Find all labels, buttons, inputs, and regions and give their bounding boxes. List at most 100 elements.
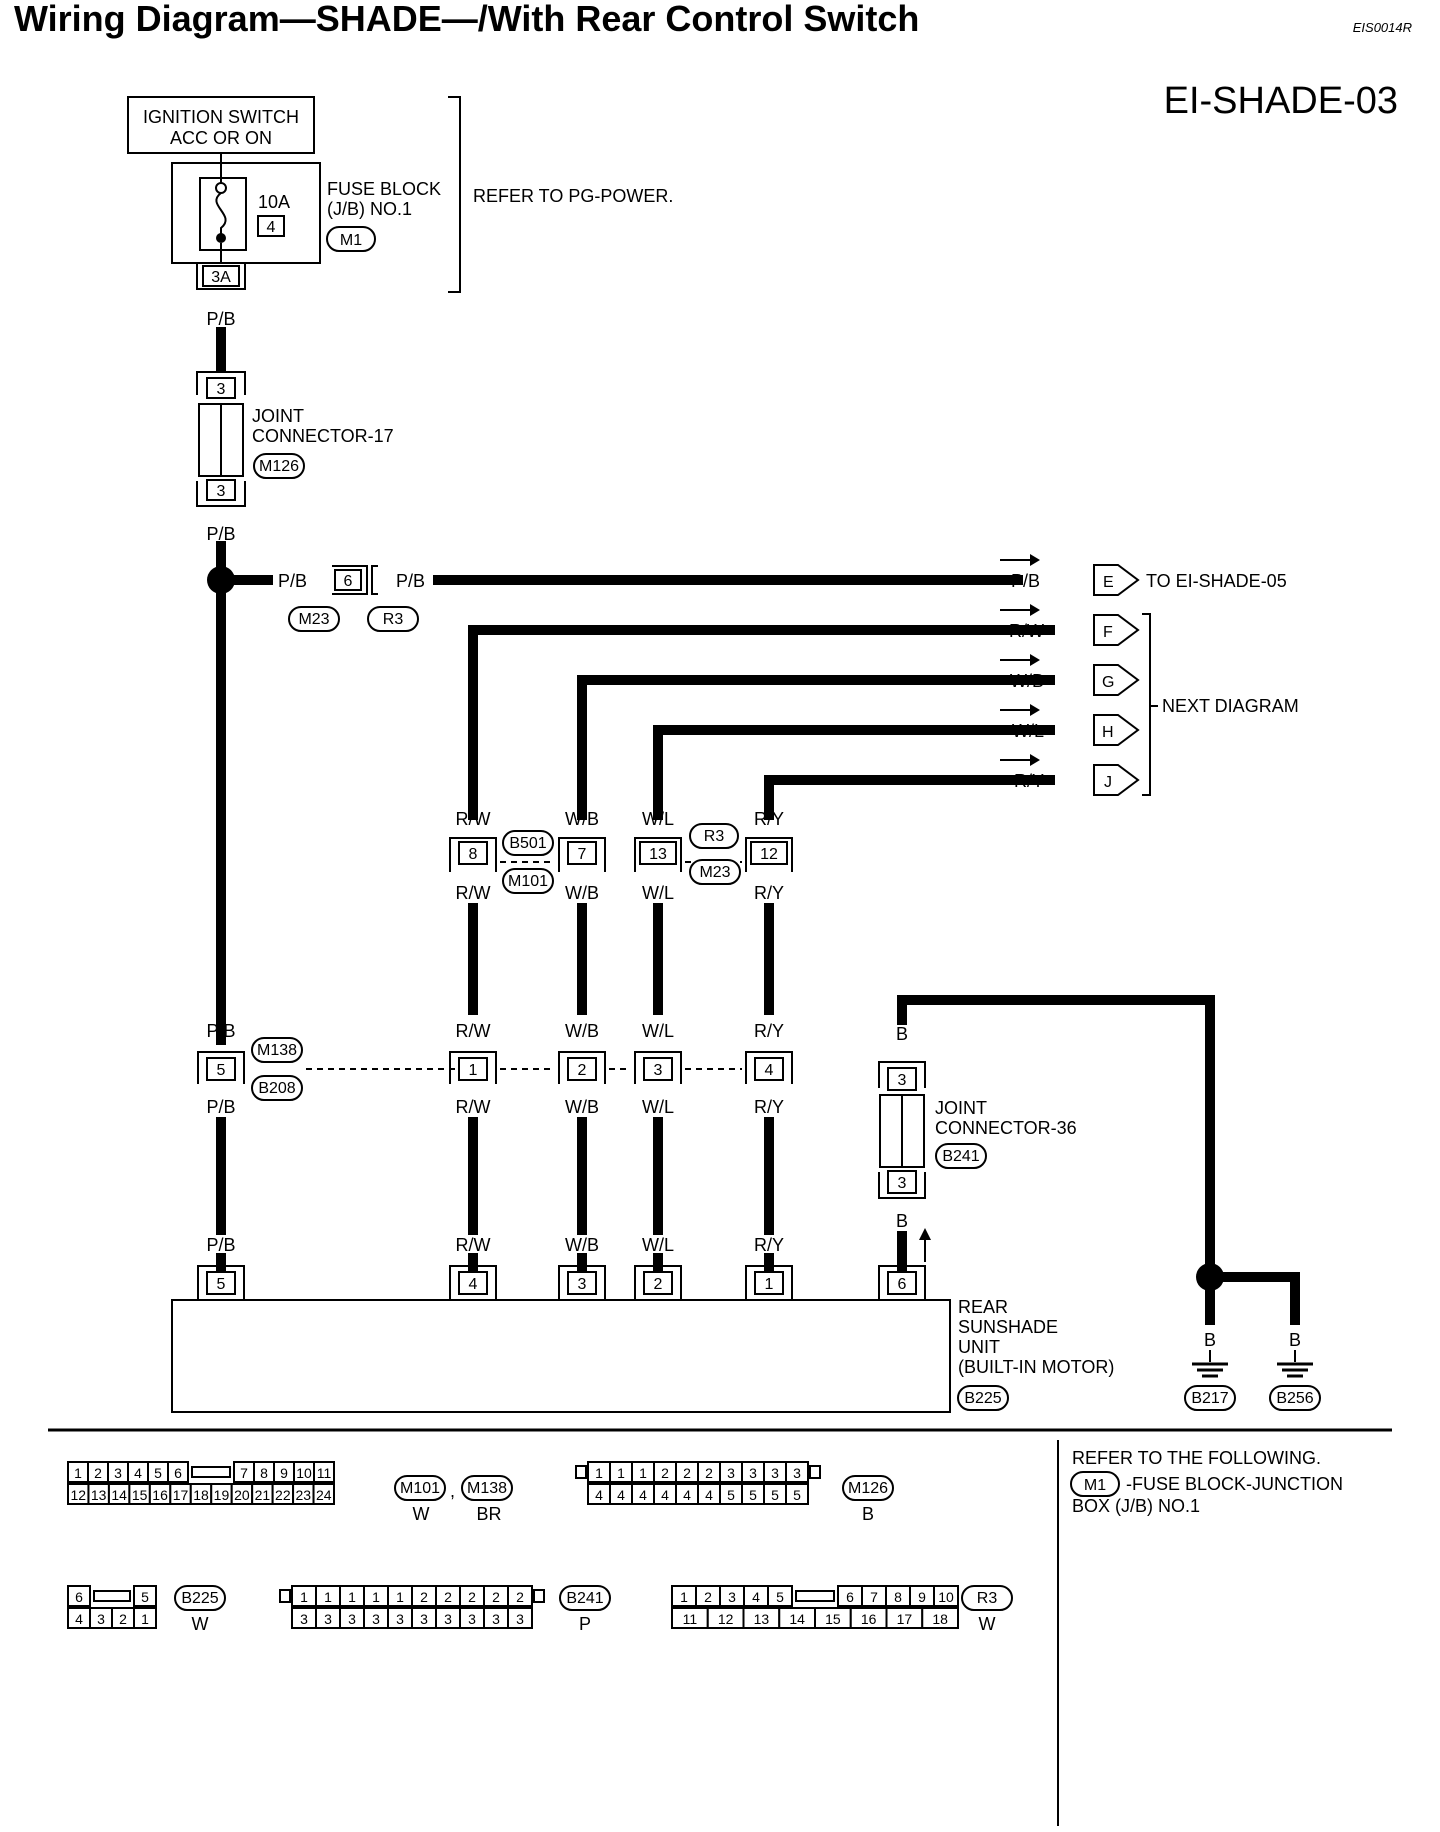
row-pin-2: 2 <box>578 1062 587 1079</box>
diagram-id: EI-SHADE-03 <box>1163 80 1398 122</box>
legend-pin: 1 <box>74 1465 82 1481</box>
joint17-label-2: CONNECTOR-17 <box>252 426 394 446</box>
legend-pin: 14 <box>789 1611 805 1627</box>
wire-label-wb-5: W/B <box>565 1235 599 1255</box>
unit-pin-1: 1 <box>765 1276 774 1293</box>
wire-label-ry-5: R/Y <box>754 1235 784 1255</box>
joint17-connector: M126 <box>259 458 299 475</box>
legend-m101-color: W <box>413 1504 430 1524</box>
joint17-pin-top: 3 <box>217 381 226 398</box>
legend-m126: M126 <box>848 1480 888 1497</box>
fuse-connector-m1: M1 <box>340 232 362 249</box>
output-f-letter: F <box>1103 624 1113 641</box>
legend-pin: 19 <box>214 1487 230 1503</box>
legend-pin: 5 <box>771 1487 779 1503</box>
mid-pin-12: 12 <box>760 846 778 863</box>
ignition-label-1: IGNITION SWITCH <box>143 107 299 127</box>
ground-icon <box>1277 1362 1313 1378</box>
legend-pin: 17 <box>173 1487 189 1503</box>
wire-label-wl-1: W/L <box>642 809 674 829</box>
legend-pin: 21 <box>255 1487 271 1503</box>
wire-label-wl-3: W/L <box>642 1021 674 1041</box>
joint36-label-1: JOINT <box>935 1098 987 1118</box>
legend-pin: 11 <box>317 1465 332 1481</box>
legend-pin: 9 <box>280 1465 288 1481</box>
legend-m101: M101 <box>400 1480 440 1497</box>
legend-r3-color: W <box>979 1614 996 1634</box>
legend-pin: 2 <box>704 1589 712 1605</box>
joint17-label-1: JOINT <box>252 406 304 426</box>
mid-pin-8: 8 <box>469 846 478 863</box>
ground-icon <box>1192 1362 1228 1378</box>
ground-b256: B256 <box>1276 1390 1313 1407</box>
fuse-block-label-2: (J/B) NO.1 <box>327 199 412 219</box>
ignition-switch: IGNITION SWITCH ACC OR ON <box>127 96 315 154</box>
connector-latch <box>533 1589 545 1603</box>
legend-pin: 18 <box>193 1487 209 1503</box>
legend-pin: 6 <box>846 1589 854 1605</box>
row-connector-m138: M138 <box>257 1042 297 1059</box>
legend-pin: 3 <box>97 1611 105 1627</box>
legend-pin: 10 <box>296 1465 312 1481</box>
legend-pin: 13 <box>754 1611 770 1627</box>
legend-pin: 4 <box>639 1487 647 1503</box>
unit-pin-5: 5 <box>217 1276 226 1293</box>
row-connectors: 5 M138 B208 1 2 3 4 <box>197 1037 793 1101</box>
legend-pin: 3 <box>324 1611 332 1627</box>
ground-b217: B217 <box>1191 1390 1228 1407</box>
legend-pin: 4 <box>705 1487 713 1503</box>
legend-pin: 17 <box>897 1611 913 1627</box>
legend-cell-box <box>933 1585 959 1607</box>
wire-label-ry-3: R/Y <box>754 1021 784 1041</box>
legend-pin: 1 <box>595 1465 603 1481</box>
unit-pin-2: 2 <box>654 1276 663 1293</box>
legend-pin: 3 <box>444 1611 452 1627</box>
legend-pin: 1 <box>680 1589 688 1605</box>
legend-pin: 2 <box>661 1465 669 1481</box>
legend-pin: 14 <box>111 1487 127 1503</box>
legend-pin: 3 <box>749 1465 757 1481</box>
legend-pin: 2 <box>444 1589 452 1605</box>
mid-pin-13: 13 <box>649 846 667 863</box>
legend-pin: 18 <box>932 1611 948 1627</box>
joint36-pin-bottom: 3 <box>898 1175 907 1192</box>
legend-pin: 12 <box>70 1487 86 1503</box>
connector-latch <box>575 1465 587 1479</box>
connector-latch <box>279 1589 291 1603</box>
legend-cell-box <box>313 1461 335 1483</box>
legend-pin: 8 <box>260 1465 268 1481</box>
row-connector-b208: B208 <box>258 1080 295 1097</box>
page-title: Wiring Diagram—SHADE—/With Rear Control … <box>14 0 920 39</box>
wire-label-wl-5: W/L <box>642 1235 674 1255</box>
legend-pin: 4 <box>752 1589 760 1605</box>
connector-latch <box>809 1465 821 1479</box>
legend-cell-box <box>67 1585 91 1607</box>
wire-label-wb-2: W/B <box>565 883 599 903</box>
legend-pin: 16 <box>152 1487 168 1503</box>
legend-m126-color: B <box>862 1504 874 1524</box>
output-e-letter: E <box>1103 574 1114 591</box>
unit-pin-6: 6 <box>898 1276 907 1293</box>
next-diagram-label: NEXT DIAGRAM <box>1162 696 1299 716</box>
unit-label-2: SUNSHADE <box>958 1317 1058 1337</box>
legend-pin: 15 <box>132 1487 148 1503</box>
legend-pin: 3 <box>468 1611 476 1627</box>
joint17-pin-bottom: 3 <box>217 483 226 500</box>
wire-label-b-1: B <box>896 1024 908 1044</box>
legend-pin: 4 <box>617 1487 625 1503</box>
row-pin-5: 5 <box>217 1062 226 1079</box>
ignition-label-2: ACC OR ON <box>170 128 272 148</box>
legend-pin: 5 <box>776 1589 784 1605</box>
refer-title: REFER TO THE FOLLOWING. <box>1072 1448 1321 1468</box>
wire-label-pb-3: P/B <box>278 571 307 591</box>
connector-latch <box>191 1466 231 1478</box>
legend-pin: 2 <box>94 1465 102 1481</box>
mid-pin-7: 7 <box>578 846 587 863</box>
m23-connector-left: M23 <box>298 611 329 628</box>
legend-pin: 3 <box>348 1611 356 1627</box>
refer-text-2: BOX (J/B) NO.1 <box>1072 1496 1200 1516</box>
document-code: EIS0014R <box>1352 20 1412 35</box>
output-e-color: P/B <box>1011 571 1040 591</box>
